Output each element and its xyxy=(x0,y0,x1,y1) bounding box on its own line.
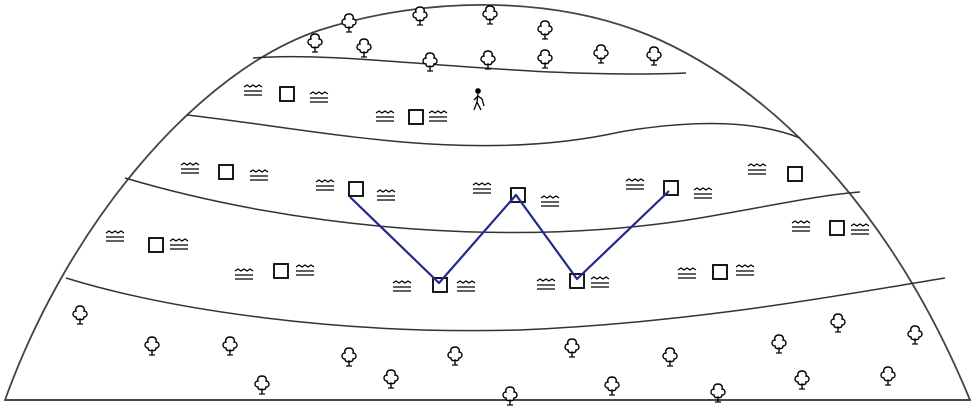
plot-square-icon xyxy=(712,264,728,280)
plot-square-icon xyxy=(148,237,164,253)
plot-square-icon xyxy=(279,86,295,102)
sampling-path xyxy=(349,190,670,285)
plot-square-icon xyxy=(569,273,585,289)
plot-square-icon xyxy=(348,181,364,197)
vegetation-band-1 xyxy=(243,84,485,125)
zone-boundary-3 xyxy=(124,177,861,234)
zone-boundary-1 xyxy=(252,55,687,75)
plot-square-icon xyxy=(829,220,845,236)
plot-square-icon xyxy=(218,164,234,180)
plot-square-icon xyxy=(273,263,289,279)
tree-icon xyxy=(502,386,518,406)
plot-square-icon xyxy=(787,166,803,182)
zone-boundary-4 xyxy=(65,277,946,332)
zone-boundary-2 xyxy=(186,114,801,147)
hiker-icon xyxy=(473,88,485,111)
plot-square-icon xyxy=(408,109,424,125)
hill-outline xyxy=(3,3,972,401)
